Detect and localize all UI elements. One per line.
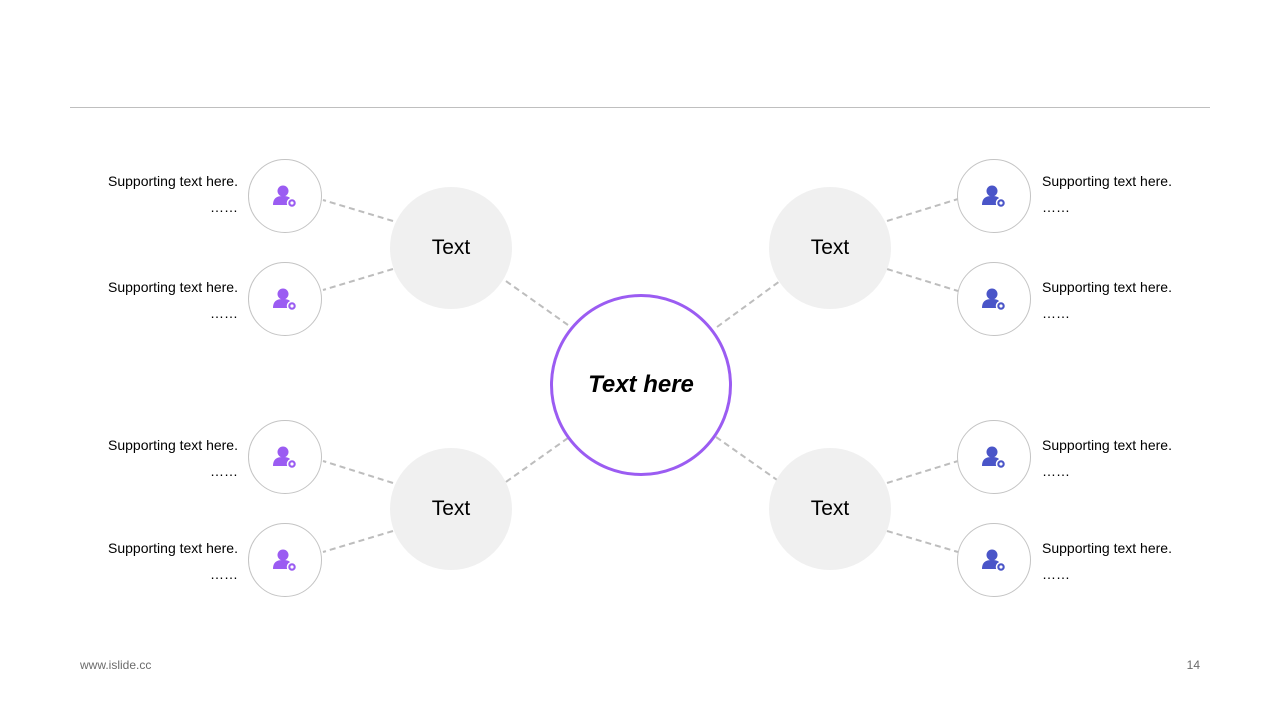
connector-center-hub-bottom-left (502, 437, 569, 485)
hub-top-left: Text (390, 187, 512, 309)
connector-center-hub-top-left (502, 278, 569, 326)
supporting-text: Supporting text here. (108, 279, 238, 295)
supporting-ellipsis: …… (1042, 305, 1070, 321)
supporting-text: Supporting text here. (108, 540, 238, 556)
hub-top-right: Text (769, 187, 891, 309)
supporting-text: Supporting text here. (108, 437, 238, 453)
hub-label: Text (810, 236, 850, 259)
supporting-text: Supporting text here. (1042, 540, 1172, 556)
leaf-node-left-3 (248, 420, 322, 494)
supporting-ellipsis: …… (1042, 463, 1070, 479)
supporting-ellipsis: …… (210, 305, 238, 321)
supporting-text: Supporting text here. (108, 173, 238, 189)
user-settings-icon (982, 549, 1007, 573)
hub-label: Text (431, 497, 471, 520)
connector-hub-leaf-3 (322, 460, 394, 484)
user-settings-icon (982, 446, 1007, 470)
supporting-ellipsis: …… (210, 199, 238, 215)
leaf-node-left-4 (248, 523, 322, 597)
connector-hub-leaf-5 (886, 198, 959, 222)
user-settings-icon (982, 288, 1007, 312)
leaf-node-right-2 (957, 262, 1031, 336)
user-settings-icon (273, 549, 298, 573)
hub-label: Text (810, 497, 850, 520)
leaf-node-right-1 (957, 159, 1031, 233)
connector-center-hub-top-right (716, 280, 781, 328)
supporting-text: Supporting text here. (1042, 173, 1172, 189)
leaf-node-left-1 (248, 159, 322, 233)
supporting-text-left-2: Supporting text here. …… (58, 274, 238, 326)
leaf-node-left-2 (248, 262, 322, 336)
connector-hub-leaf-1 (322, 199, 394, 222)
footer-url[interactable]: www.islide.cc (80, 658, 152, 672)
user-settings-icon (273, 185, 298, 209)
page-number: 14 (1186, 658, 1200, 672)
user-settings-icon (982, 185, 1007, 209)
hub-bottom-left: Text (390, 448, 512, 570)
supporting-text-right-2: Supporting text here. …… (1042, 274, 1222, 326)
supporting-text-right-4: Supporting text here. …… (1042, 535, 1222, 587)
supporting-ellipsis: …… (1042, 199, 1070, 215)
connector-hub-leaf-2 (322, 268, 394, 291)
leaf-node-right-4 (957, 523, 1031, 597)
connector-hub-leaf-7 (886, 460, 959, 484)
supporting-ellipsis: …… (210, 463, 238, 479)
supporting-text-left-1: Supporting text here. …… (58, 168, 238, 220)
leaf-node-right-3 (957, 420, 1031, 494)
supporting-text-right-1: Supporting text here. …… (1042, 168, 1222, 220)
supporting-text-left-3: Supporting text here. …… (58, 432, 238, 484)
user-settings-icon (273, 288, 298, 312)
user-settings-icon (273, 446, 298, 470)
connector-hub-leaf-4 (322, 530, 394, 553)
top-divider (70, 107, 1210, 108)
hub-label: Text (431, 236, 471, 259)
hub-bottom-right: Text (769, 448, 891, 570)
supporting-text-left-4: Supporting text here. …… (58, 535, 238, 587)
supporting-text-right-3: Supporting text here. …… (1042, 432, 1222, 484)
connector-hub-leaf-8 (886, 530, 959, 553)
connector-center-hub-bottom-right (715, 436, 781, 483)
supporting-text: Supporting text here. (1042, 279, 1172, 295)
connector-hub-leaf-6 (886, 268, 959, 292)
center-node: Text here (550, 294, 732, 476)
supporting-text: Supporting text here. (1042, 437, 1172, 453)
supporting-ellipsis: …… (1042, 566, 1070, 582)
supporting-ellipsis: …… (210, 566, 238, 582)
center-label: Text here (588, 371, 694, 398)
